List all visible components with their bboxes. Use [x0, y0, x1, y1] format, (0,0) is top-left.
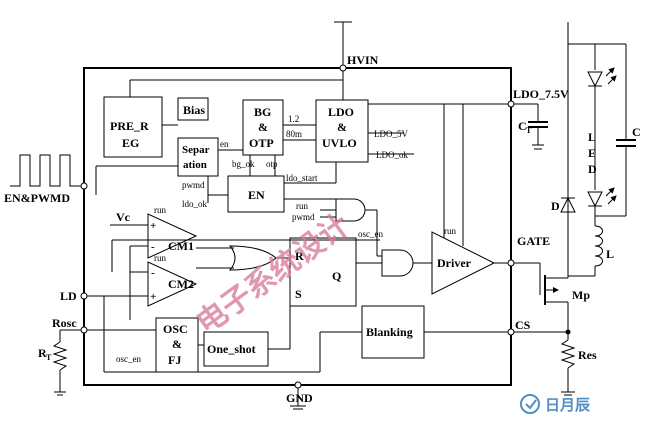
separation-label: Separ: [182, 144, 210, 156]
ld-label: LD: [60, 289, 77, 303]
led-1: [587, 71, 603, 88]
sig-osc-en-left: osc_en: [116, 354, 141, 364]
latch-q-label: Q: [332, 269, 341, 283]
separation-label-2: ation: [183, 159, 207, 171]
sig-run-cm2: run: [154, 253, 166, 263]
ldo-uvlo-label-2: &: [337, 120, 347, 134]
sig-80m: 80m: [286, 129, 302, 139]
cm1-minus: -: [151, 241, 155, 253]
latch-block: [289, 237, 357, 307]
osc-label: OSC: [163, 322, 188, 336]
ct-label: C: [518, 119, 527, 133]
ldo-uvlo-label-3: UVLO: [322, 136, 357, 150]
pin-rosc: [80, 326, 88, 334]
driver-block: [431, 231, 496, 295]
sig-ldo-start: ldo_start: [286, 173, 318, 183]
res-label: Res: [578, 348, 597, 362]
cm2-label: CM2: [168, 277, 194, 291]
bg-otp-label-3: OTP: [249, 136, 274, 150]
bg-otp-label-2: &: [258, 120, 268, 134]
res-resistor: [560, 339, 576, 369]
pin-gate: [507, 259, 515, 267]
pin-en-pwmd: [80, 182, 88, 190]
pin-ld: [80, 292, 88, 300]
bias-label: Bias: [183, 103, 205, 117]
sig-vc: Vc: [116, 210, 131, 224]
bg-otp-block: [242, 99, 284, 156]
pin-ldo: [507, 100, 515, 108]
led-l-label: L: [588, 130, 596, 144]
led-2: [587, 191, 603, 208]
sig-1v2: 1.2: [288, 114, 299, 124]
and-gate-driver: [381, 249, 414, 277]
pin-hvin: [339, 64, 347, 72]
rt-sub-label: T: [46, 353, 52, 362]
sig-ldo-ok: LDO_ok: [376, 150, 408, 160]
cm2-minus: -: [151, 267, 155, 279]
pre-reg-block: [103, 96, 163, 158]
logo-text: 日月辰: [545, 396, 591, 414]
and-gate-run-pwmd: [335, 198, 366, 222]
ldo-uvlo-label: LDO: [328, 105, 354, 119]
sig-pwmd-and: pwmd: [292, 212, 315, 222]
ldo-uvlo-block: [315, 99, 369, 163]
sig-bg-ok: bg_ok: [232, 159, 255, 169]
bias-block: [177, 97, 209, 121]
rt-resistor: [52, 341, 68, 371]
en-label: EN: [248, 188, 265, 202]
sig-run-driver: run: [444, 226, 456, 236]
rosc-label: Rosc: [52, 316, 77, 330]
cm2-plus: +: [150, 291, 156, 303]
ct-sub-label: T: [526, 126, 532, 135]
gate-label: GATE: [517, 234, 550, 248]
pre-reg-label-2: EG: [122, 136, 139, 150]
l-label: L: [606, 247, 614, 261]
driver-label: Driver: [437, 256, 472, 270]
en-block: [227, 175, 285, 213]
d-label: D: [551, 199, 560, 213]
sig-otp: otp: [266, 159, 278, 169]
sig-osc-en: osc_en: [358, 229, 383, 239]
osc-label-2: &: [172, 337, 182, 351]
rt-label: R: [38, 346, 47, 360]
freewheel-diode: [560, 196, 576, 213]
latch-s-label: S: [295, 287, 302, 301]
sig-run-and: run: [296, 201, 308, 211]
pre-reg-label: PRE_R: [110, 119, 149, 133]
hvin-label: HVIN: [347, 53, 379, 67]
ldo-7v5-label: LDO_7.5V: [513, 87, 569, 101]
cm1-plus: +: [150, 220, 156, 232]
pin-cs: [507, 328, 515, 336]
sig-pwmd-left: pwmd: [182, 180, 205, 190]
led-e-label: E: [588, 146, 596, 160]
led-d-label: D: [588, 162, 597, 176]
inductor: [594, 225, 603, 267]
sig-ldo-5v: LDO_5V: [374, 129, 408, 139]
en-pwmd-label: EN&PWMD: [4, 191, 70, 205]
pin-gnd: [294, 381, 302, 389]
separation-block: [177, 137, 219, 177]
osc-label-3: FJ: [168, 353, 181, 367]
one-shot-label: One_shot: [207, 342, 256, 356]
pwm-waveform: [10, 154, 84, 187]
mp-label: Mp: [572, 288, 590, 302]
comparator-cm1: [147, 213, 198, 259]
comparator-cm2: [147, 261, 198, 307]
latch-r-label: R: [295, 249, 304, 263]
c-label: C: [632, 125, 641, 139]
sig-ldo-ok-left: ldo_ok: [182, 199, 208, 209]
cs-label: CS: [515, 318, 531, 332]
logo-icon: [520, 394, 540, 414]
bg-otp-label: BG: [254, 105, 271, 119]
sig-run-cm1: run: [154, 205, 166, 215]
gnd-label: GND: [286, 391, 313, 405]
blanking-label: Blanking: [366, 325, 413, 339]
or-gate: [228, 245, 277, 271]
sig-en: en: [220, 139, 229, 149]
cm1-label: CM1: [168, 239, 194, 253]
